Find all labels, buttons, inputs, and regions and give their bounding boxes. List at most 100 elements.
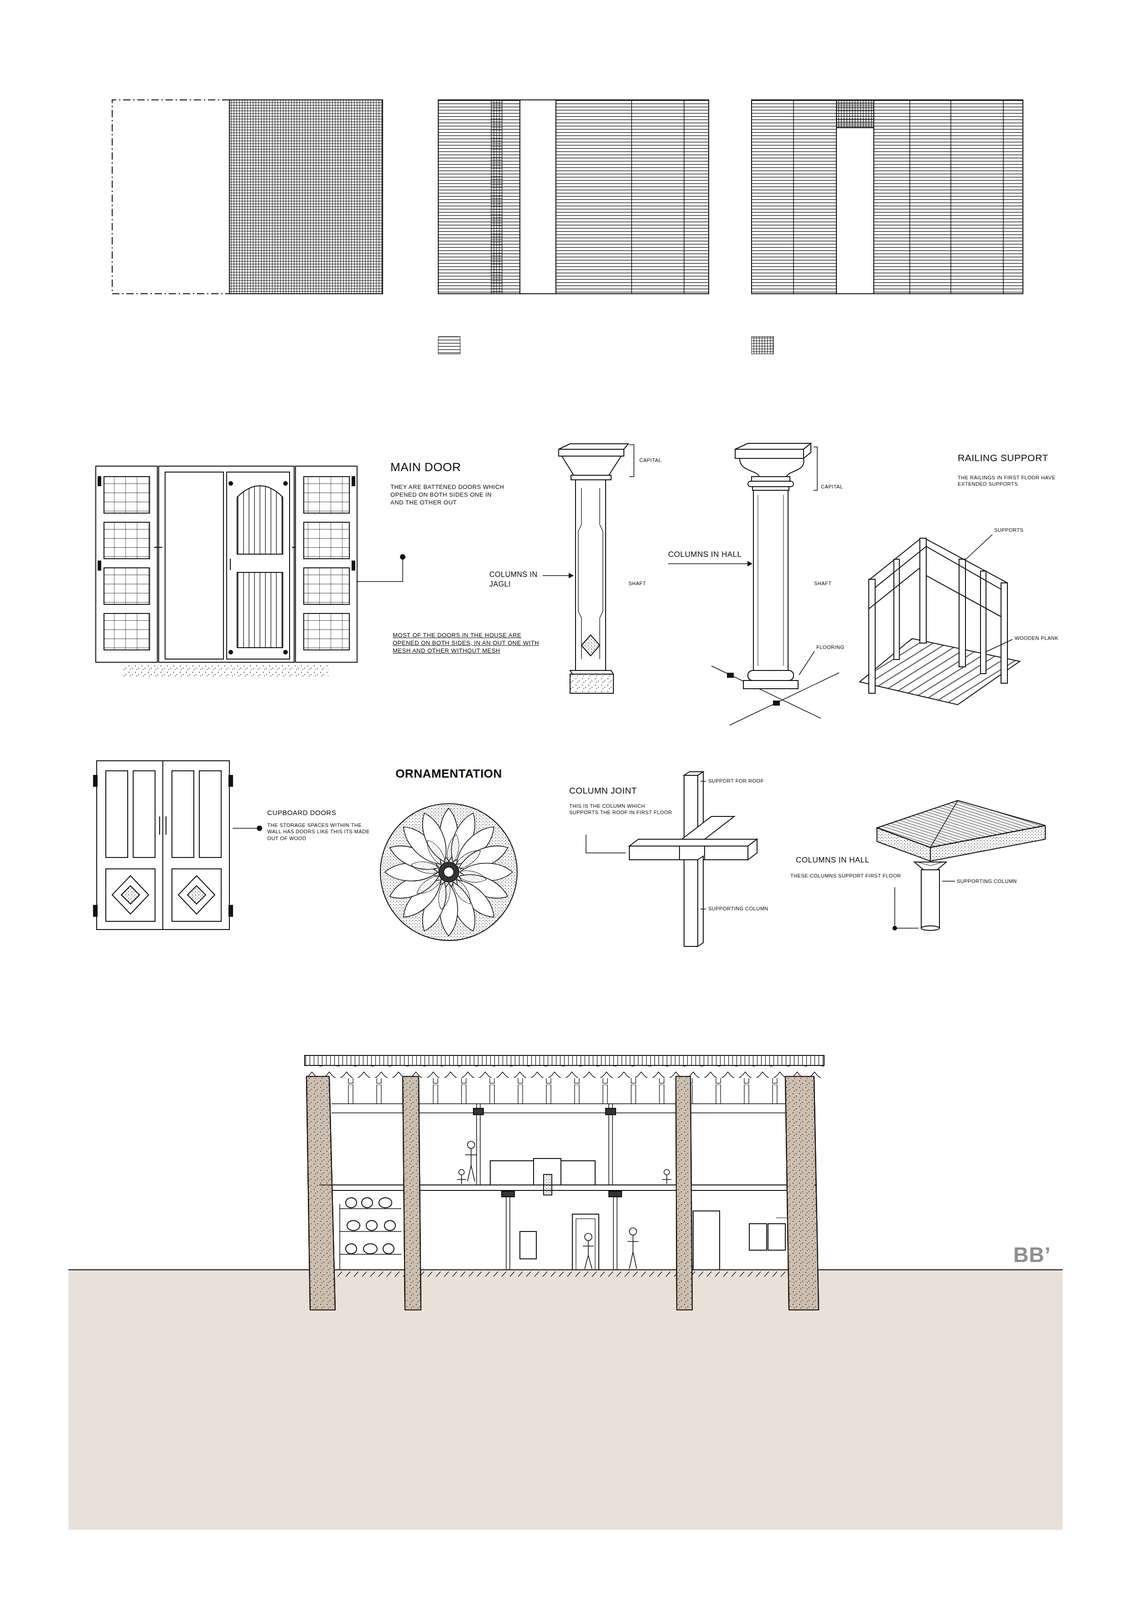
hall-column <box>739 458 805 477</box>
hall-column <box>813 446 818 491</box>
hall-slab-column <box>930 800 958 848</box>
cupboard-door <box>93 775 98 787</box>
hall-column <box>773 700 780 706</box>
column-joint <box>629 845 748 860</box>
ornament-rosette <box>409 833 488 911</box>
section-bb <box>675 1076 693 1310</box>
main-door <box>98 560 101 571</box>
hall-slab-column <box>894 881 955 929</box>
main-door <box>295 466 358 663</box>
section-bb <box>68 1269 1063 1530</box>
hall-column <box>735 443 811 450</box>
hall-column <box>747 481 794 487</box>
cupboard-door <box>105 868 156 922</box>
railing-support <box>859 534 1020 705</box>
jagli-column <box>581 634 600 656</box>
section-bb <box>68 1055 1063 1530</box>
main-door <box>400 554 405 560</box>
hall-column <box>668 443 840 726</box>
section-bb <box>304 1055 825 1066</box>
jagli-column <box>558 449 624 457</box>
hatch-panel <box>491 99 503 294</box>
cupboard-door <box>159 760 167 930</box>
hatch-panel <box>793 99 1004 294</box>
main-door <box>123 663 329 678</box>
hatch-panel <box>438 336 461 354</box>
cupboard-door <box>133 770 156 858</box>
ornament-rosette <box>438 861 459 882</box>
column-joint <box>700 781 706 909</box>
main-door <box>95 466 405 678</box>
section-bb <box>662 1174 672 1184</box>
section-bb <box>572 1214 599 1270</box>
section-bb <box>543 1174 552 1195</box>
hall-column <box>747 560 753 567</box>
hall-column <box>743 680 799 689</box>
main-door <box>103 476 150 514</box>
hatch-panel <box>836 127 874 294</box>
railing-support <box>868 579 876 694</box>
part-label: SUPPORTING COLUMN <box>708 905 769 912</box>
part-label: WOODEN PLANK <box>1014 634 1059 642</box>
section-bb <box>506 1190 618 1270</box>
section-bb <box>582 1240 594 1269</box>
column-joint <box>684 859 698 947</box>
main-door <box>165 472 224 659</box>
hall-slab-column <box>876 827 931 862</box>
main-door <box>283 481 288 486</box>
section-bb <box>345 1197 357 1208</box>
hall-slab-column <box>892 926 897 930</box>
cupboard-door <box>228 905 233 917</box>
heading: CUPBOARD DOORS <box>267 808 337 818</box>
column-joint <box>681 816 735 840</box>
main-door <box>303 613 350 650</box>
column-joint <box>747 839 758 860</box>
main-door <box>303 567 350 605</box>
heading: COLUMN JOINT <box>569 785 638 797</box>
main-door <box>95 466 158 663</box>
part-label: SHAFT <box>628 580 647 587</box>
railing-support <box>859 638 1020 705</box>
main-door <box>103 522 150 559</box>
jagli-column <box>542 443 634 694</box>
hall-column <box>798 651 815 675</box>
ornament-rosette <box>380 803 518 941</box>
railing-support <box>919 538 927 644</box>
note-text: MOST OF THE DOORS IN THE HOUSE ARE OPENE… <box>392 631 548 655</box>
column-joint <box>629 839 758 846</box>
main-door <box>352 476 355 486</box>
main-door <box>228 650 233 654</box>
section-bb <box>476 1103 613 1185</box>
jagli-column <box>570 670 614 675</box>
part-label: SUPPORT FOR ROOF <box>708 777 764 784</box>
cupboard-door <box>187 885 206 904</box>
heading: COLUMNS IN JAGLI <box>489 570 545 590</box>
section-bb <box>785 1076 819 1310</box>
section-bb <box>627 1234 639 1269</box>
hall-column <box>726 672 734 678</box>
section-bb <box>306 1076 336 1310</box>
ornament-rosette <box>384 808 513 936</box>
hall-slab-column <box>921 869 940 929</box>
hatch-panel <box>631 99 685 294</box>
main-door <box>303 522 350 559</box>
cupboard-door <box>228 775 233 787</box>
hall-column <box>803 443 811 459</box>
cupboard-door <box>121 885 140 904</box>
section-bb <box>384 1220 396 1231</box>
section-bb <box>345 1243 357 1254</box>
note-text: THESE COLUMNS SUPPORT FIRST FLOOR <box>790 872 902 879</box>
note-text: THE STORAGE SPACES WITHIN THE WALL HAS D… <box>267 821 373 842</box>
cupboard-door <box>171 770 194 858</box>
railing-support <box>868 539 1008 617</box>
part-label: SUPPORTS <box>994 526 1024 534</box>
jagli-column <box>578 487 603 659</box>
jagli-column <box>561 456 622 476</box>
main-door <box>226 472 290 659</box>
hall-column <box>751 476 790 482</box>
main-door <box>98 476 101 486</box>
section-bb <box>456 1141 672 1269</box>
main-door <box>237 485 283 555</box>
section-bb <box>347 1220 360 1231</box>
